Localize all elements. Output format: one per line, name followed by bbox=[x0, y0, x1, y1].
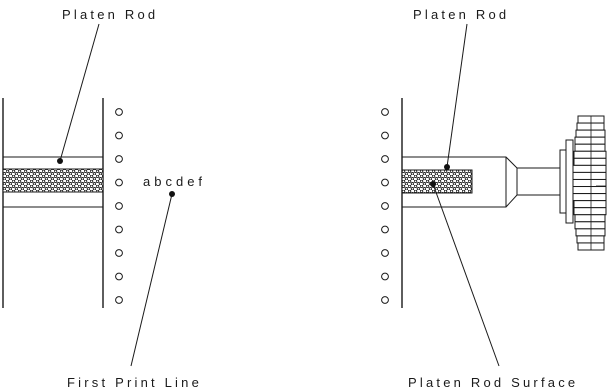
knob-ridge bbox=[573, 157, 607, 166]
platen-rod-left-leader bbox=[59, 23, 100, 162]
knob-ridge bbox=[575, 228, 606, 237]
knob-ridge bbox=[572, 193, 607, 202]
platen-rod-left-leader-dot bbox=[57, 158, 63, 164]
platen-rod-right-top-edge bbox=[402, 156, 560, 169]
platen-rod-right-leader bbox=[446, 23, 468, 168]
sprocket-hole bbox=[381, 249, 389, 257]
platen-rod-surface-leader bbox=[432, 183, 500, 367]
knob-ridge bbox=[574, 221, 606, 230]
knob-ridge bbox=[572, 164, 607, 173]
knob-ridge bbox=[574, 143, 606, 152]
sample-print-text: abcdef bbox=[143, 174, 206, 189]
sprocket-hole bbox=[381, 296, 389, 304]
sprocket-hole bbox=[115, 249, 123, 257]
right-view bbox=[381, 98, 607, 308]
sprocket-hole bbox=[381, 225, 389, 234]
sprocket-holes-right bbox=[381, 108, 389, 304]
sprocket-hole bbox=[115, 202, 123, 210]
sprocket-hole bbox=[381, 272, 389, 281]
sprocket-hole bbox=[381, 178, 389, 187]
platen-rod-right-label: Platen Rod bbox=[413, 7, 509, 22]
platen-rod-surface-band-right bbox=[401, 169, 473, 194]
first-print-line-leader-dot bbox=[169, 191, 175, 197]
knob-ridge bbox=[573, 150, 607, 159]
knob-step bbox=[565, 139, 574, 224]
knob-ridge bbox=[576, 235, 605, 244]
left-view bbox=[2, 98, 123, 308]
sprocket-hole bbox=[381, 131, 389, 140]
sprocket-hole bbox=[115, 178, 123, 187]
sprocket-hole bbox=[115, 108, 123, 116]
knob-ridge bbox=[572, 186, 607, 195]
sprocket-hole bbox=[381, 108, 389, 116]
platen-rod-right-leader-dot bbox=[444, 164, 450, 170]
sprocket-hole bbox=[115, 296, 123, 304]
platen-knob bbox=[559, 115, 607, 251]
sprocket-hole bbox=[381, 155, 389, 163]
knob-ridge bbox=[573, 200, 607, 209]
knob-ridge bbox=[574, 136, 606, 145]
knob-ridge bbox=[573, 207, 607, 216]
first-print-line-label: First Print Line bbox=[67, 375, 202, 390]
sprocket-hole bbox=[115, 155, 123, 163]
knob-step bbox=[559, 149, 567, 214]
platen-rod-surface-leader-dot bbox=[430, 181, 436, 187]
platen-rod-surface-label: Platen Rod Surface bbox=[408, 375, 578, 390]
platen-rod-right-bottom-edge bbox=[402, 194, 560, 208]
sprocket-hole bbox=[115, 131, 123, 140]
knob-ridge bbox=[572, 178, 607, 188]
sprocket-holes-left bbox=[115, 108, 123, 304]
knob-ridge bbox=[574, 214, 606, 223]
knob-ridge bbox=[575, 129, 606, 138]
sprocket-hole bbox=[381, 202, 389, 210]
first-print-line-leader bbox=[130, 193, 173, 367]
platen-rod-left-label: Platen Rod bbox=[62, 7, 158, 22]
sprocket-hole bbox=[115, 225, 123, 234]
sprocket-hole bbox=[115, 272, 123, 281]
knob-ridge bbox=[576, 122, 605, 131]
platen-rod-surface-band bbox=[2, 168, 104, 193]
knob-ridge bbox=[572, 171, 607, 180]
